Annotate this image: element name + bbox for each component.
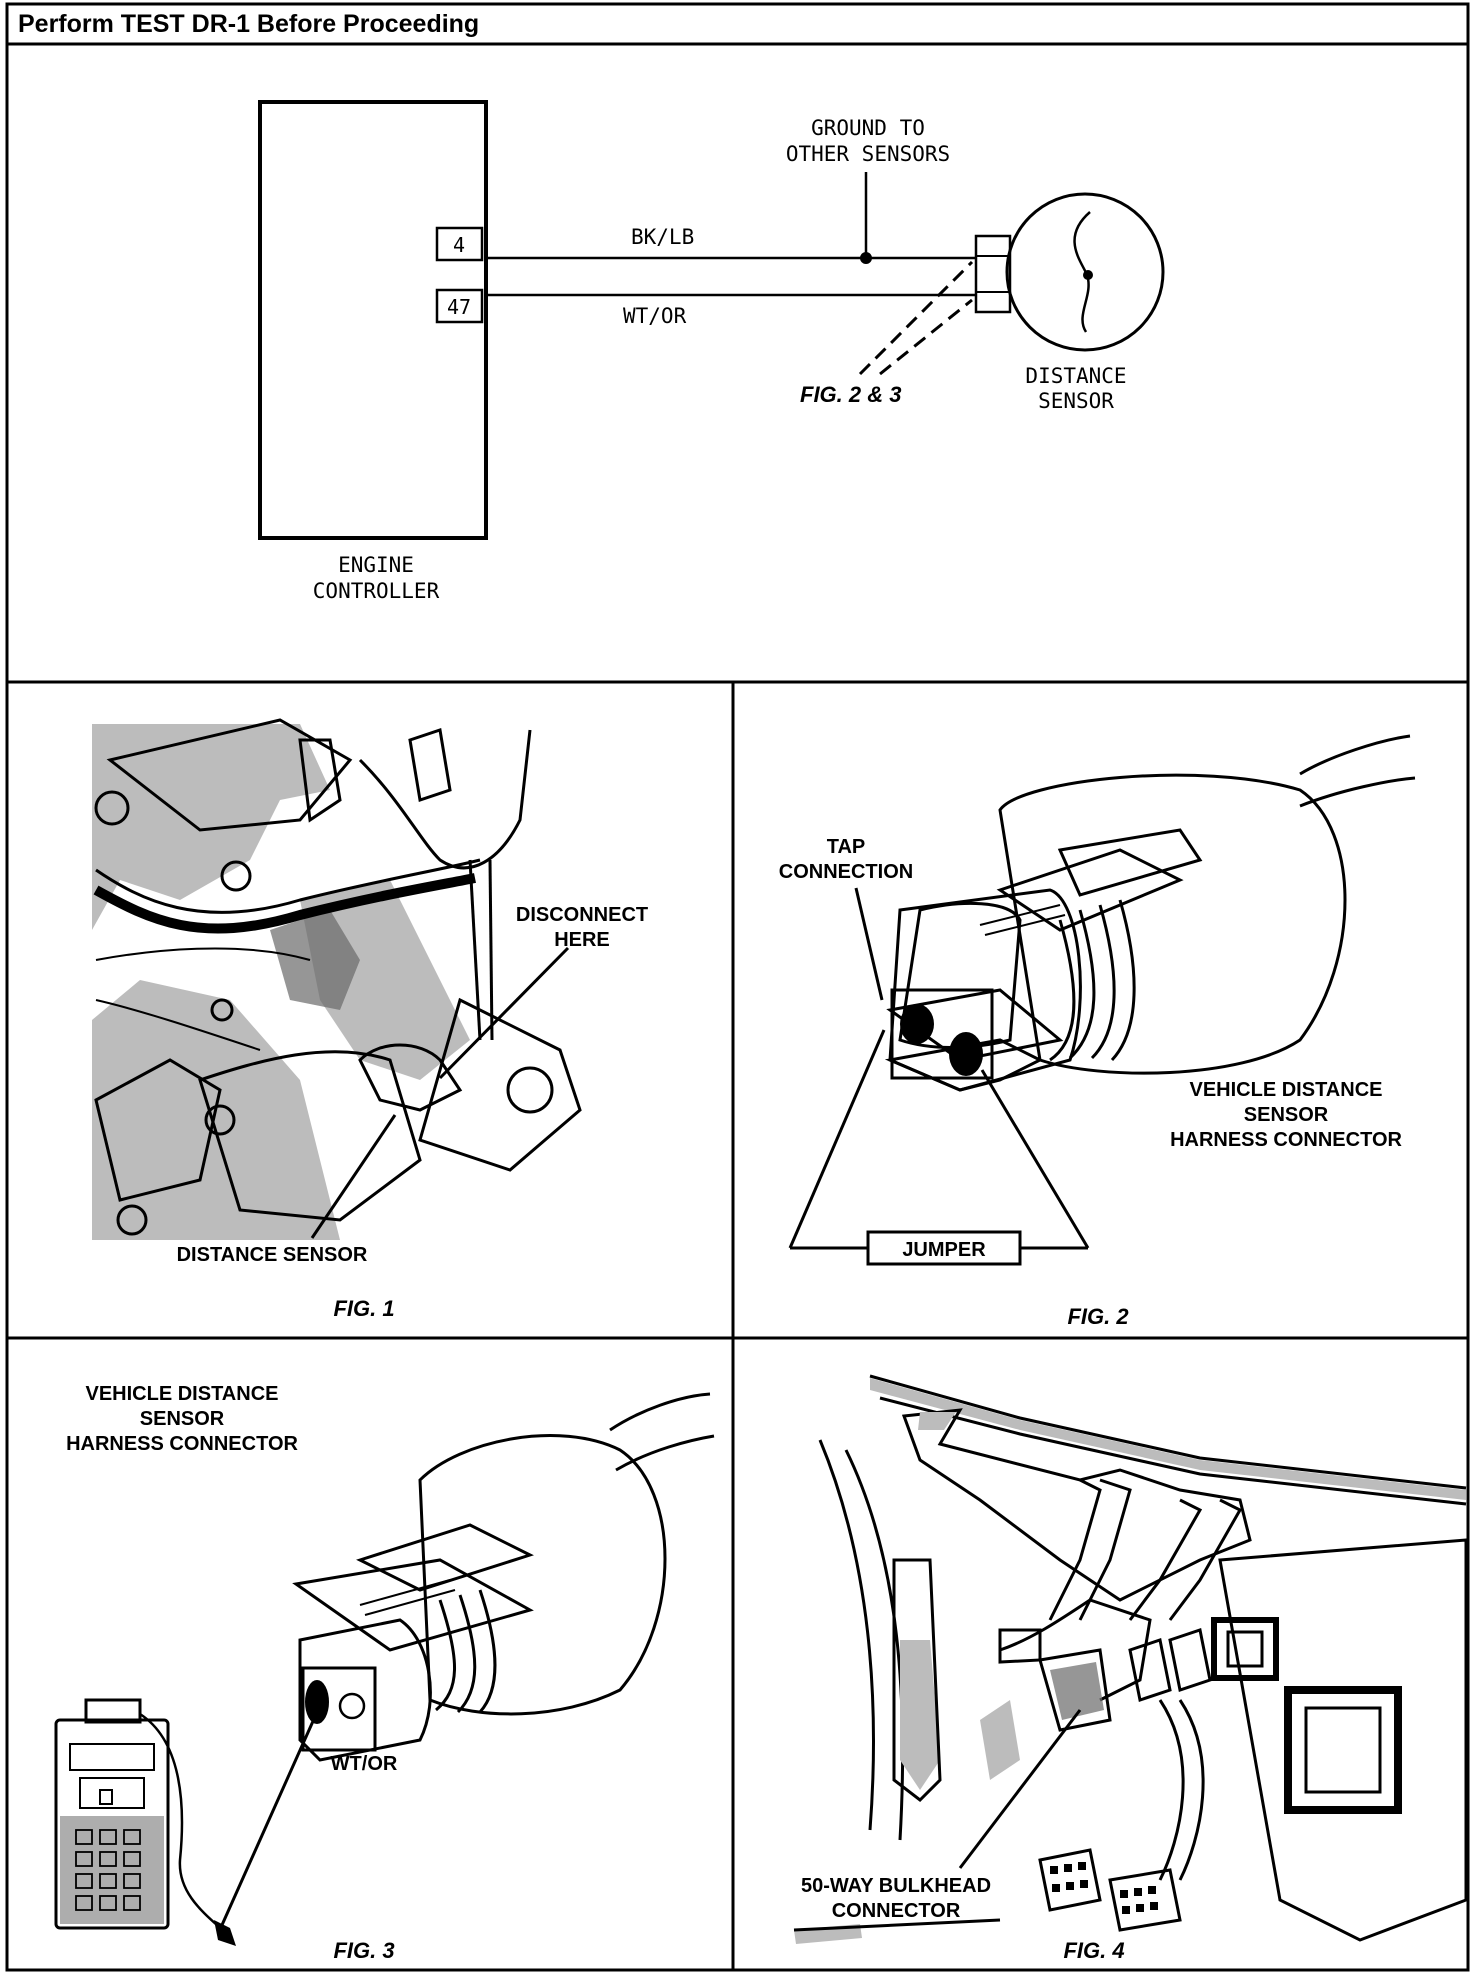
fig3-connector-line2: SENSOR <box>140 1408 225 1430</box>
splice-dot <box>860 252 872 264</box>
fig2-tap-line1: TAP <box>827 836 866 858</box>
fig2-tap-leader <box>854 887 884 1001</box>
fig4-dash-illustration <box>793 1374 1468 1944</box>
fig2-caption: FIG. 2 <box>1067 1304 1129 1329</box>
fig3-terminal-left <box>305 1680 329 1724</box>
fig3-connector-line3: HARNESS CONNECTOR <box>66 1433 298 1455</box>
fig3-probe-lead <box>220 1709 320 1926</box>
fig1-disconnect-line2: HERE <box>554 929 610 951</box>
fig2-terminal-left <box>900 1004 934 1044</box>
fig2-connector-line2: SENSOR <box>1244 1104 1329 1126</box>
fig2-connector-illustration <box>788 734 1416 1266</box>
fig2-jumper-box <box>866 1230 1022 1266</box>
fig2-terminal-right <box>949 1032 983 1076</box>
fig2-connector-line3: HARNESS CONNECTOR <box>1170 1129 1402 1151</box>
fig2-jumper-lead-left <box>788 1029 886 1249</box>
sensor-label-line2: SENSOR <box>1038 389 1114 413</box>
engine-controller-box <box>258 100 488 540</box>
controller-label-line2: CONTROLLER <box>313 579 440 603</box>
pin-4-label: 4 <box>453 233 465 257</box>
ground-label-line1: GROUND TO <box>811 116 925 140</box>
fig2-tap-line2: CONNECTION <box>779 861 913 883</box>
ground-label-line2: OTHER SENSORS <box>786 142 950 166</box>
controller-label-line1: ENGINE <box>338 553 414 577</box>
fig3-connector-line1: VEHICLE DISTANCE <box>86 1383 279 1405</box>
panel-frame <box>5 2 1470 1972</box>
fig3-probe <box>214 1920 236 1946</box>
fig1-disconnect-line1: DISCONNECT <box>516 904 648 926</box>
fig4-bulkhead-leader <box>958 1709 1082 1869</box>
header-title: Perform TEST DR-1 Before Proceeding <box>18 10 479 38</box>
fig4-bulkhead-line1: 50-WAY BULKHEAD <box>801 1875 991 1897</box>
fig1-engine-illustration <box>92 718 582 1240</box>
fig3-scan-tool-cable <box>139 1712 219 1927</box>
distance-sensor-symbol <box>1005 192 1165 352</box>
fig1-disconnect-leader <box>438 946 570 1080</box>
fig4-bulkhead-line2: CONNECTOR <box>832 1900 961 1922</box>
wire-bk-lb-label: BK/LB <box>631 225 694 249</box>
fig3-caption: FIG. 3 <box>333 1938 394 1963</box>
fig3-wire-label: WT/OR <box>331 1753 398 1775</box>
wiring-schematic: 4 47 BK/LB WT/OR GROUND TO OTHER SENSORS… <box>258 100 1165 603</box>
fig2-connector-line1: VEHICLE DISTANCE <box>1190 1079 1383 1101</box>
fig-ref-leader-1 <box>858 260 974 376</box>
fig3-connector-illustration <box>54 1392 715 1946</box>
pin-47-label: 47 <box>447 295 471 319</box>
fig2-jumper-lead-right <box>980 1069 1090 1249</box>
sensor-label-line1: DISTANCE <box>1025 364 1126 388</box>
pin-47-box <box>435 288 484 324</box>
fig1-sensor-label: DISTANCE SENSOR <box>177 1244 368 1266</box>
wire-wt-or-label: WT/OR <box>623 304 687 328</box>
pin-4-box <box>435 226 484 262</box>
fig1-caption: FIG. 1 <box>333 1296 394 1321</box>
fig1-sensor-leader <box>310 1114 397 1239</box>
fig-ref-label: FIG. 2 & 3 <box>800 382 901 407</box>
sensor-connector <box>974 234 1012 314</box>
fig3-scan-tool <box>54 1718 170 1930</box>
fig-ref-leader-2 <box>879 298 973 376</box>
fig2-jumper-label: JUMPER <box>902 1239 986 1261</box>
fig4-caption: FIG. 4 <box>1063 1938 1124 1963</box>
